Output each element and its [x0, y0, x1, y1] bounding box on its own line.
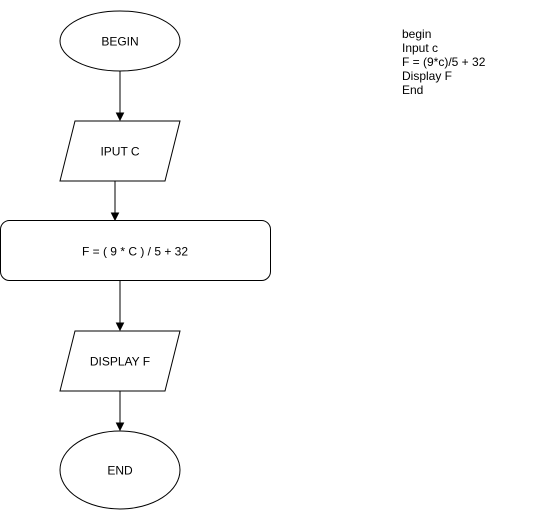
edge-input-to-process	[110, 181, 120, 222]
pseudocode-line: begin	[402, 27, 432, 41]
begin-ellipse	[59, 10, 181, 72]
process-label: F = ( 9 * C ) / 5 + 32	[82, 245, 188, 259]
edge-process-to-display	[115, 281, 125, 332]
pseudocode-line: End	[402, 83, 424, 97]
input-node[interactable]: IPUT C	[59, 120, 181, 182]
display-node[interactable]: DISPLAY F	[59, 330, 181, 392]
process-node[interactable]: F = ( 9 * C ) / 5 + 32	[0, 220, 271, 281]
begin-label: BEGIN	[101, 35, 138, 49]
pseudocode-line: Input c	[402, 41, 439, 55]
edge-begin-to-input	[115, 71, 125, 122]
pseudocode-block: begin Input c F = (9*c)/5 + 32 Display F…	[402, 27, 485, 97]
pseudocode-line: Display F	[402, 69, 453, 83]
display-parallelogram	[59, 330, 181, 392]
input-label: IPUT C	[100, 145, 139, 159]
end-label: END	[107, 464, 133, 478]
input-parallelogram	[59, 120, 181, 182]
pseudocode-line: F = (9*c)/5 + 32	[402, 55, 486, 69]
end-ellipse	[59, 430, 181, 510]
display-label: DISPLAY F	[90, 355, 150, 369]
begin-node[interactable]: BEGIN	[59, 10, 181, 72]
edge-display-to-end	[115, 391, 125, 432]
process-rectangle	[0, 220, 271, 281]
end-node[interactable]: END	[59, 430, 181, 510]
